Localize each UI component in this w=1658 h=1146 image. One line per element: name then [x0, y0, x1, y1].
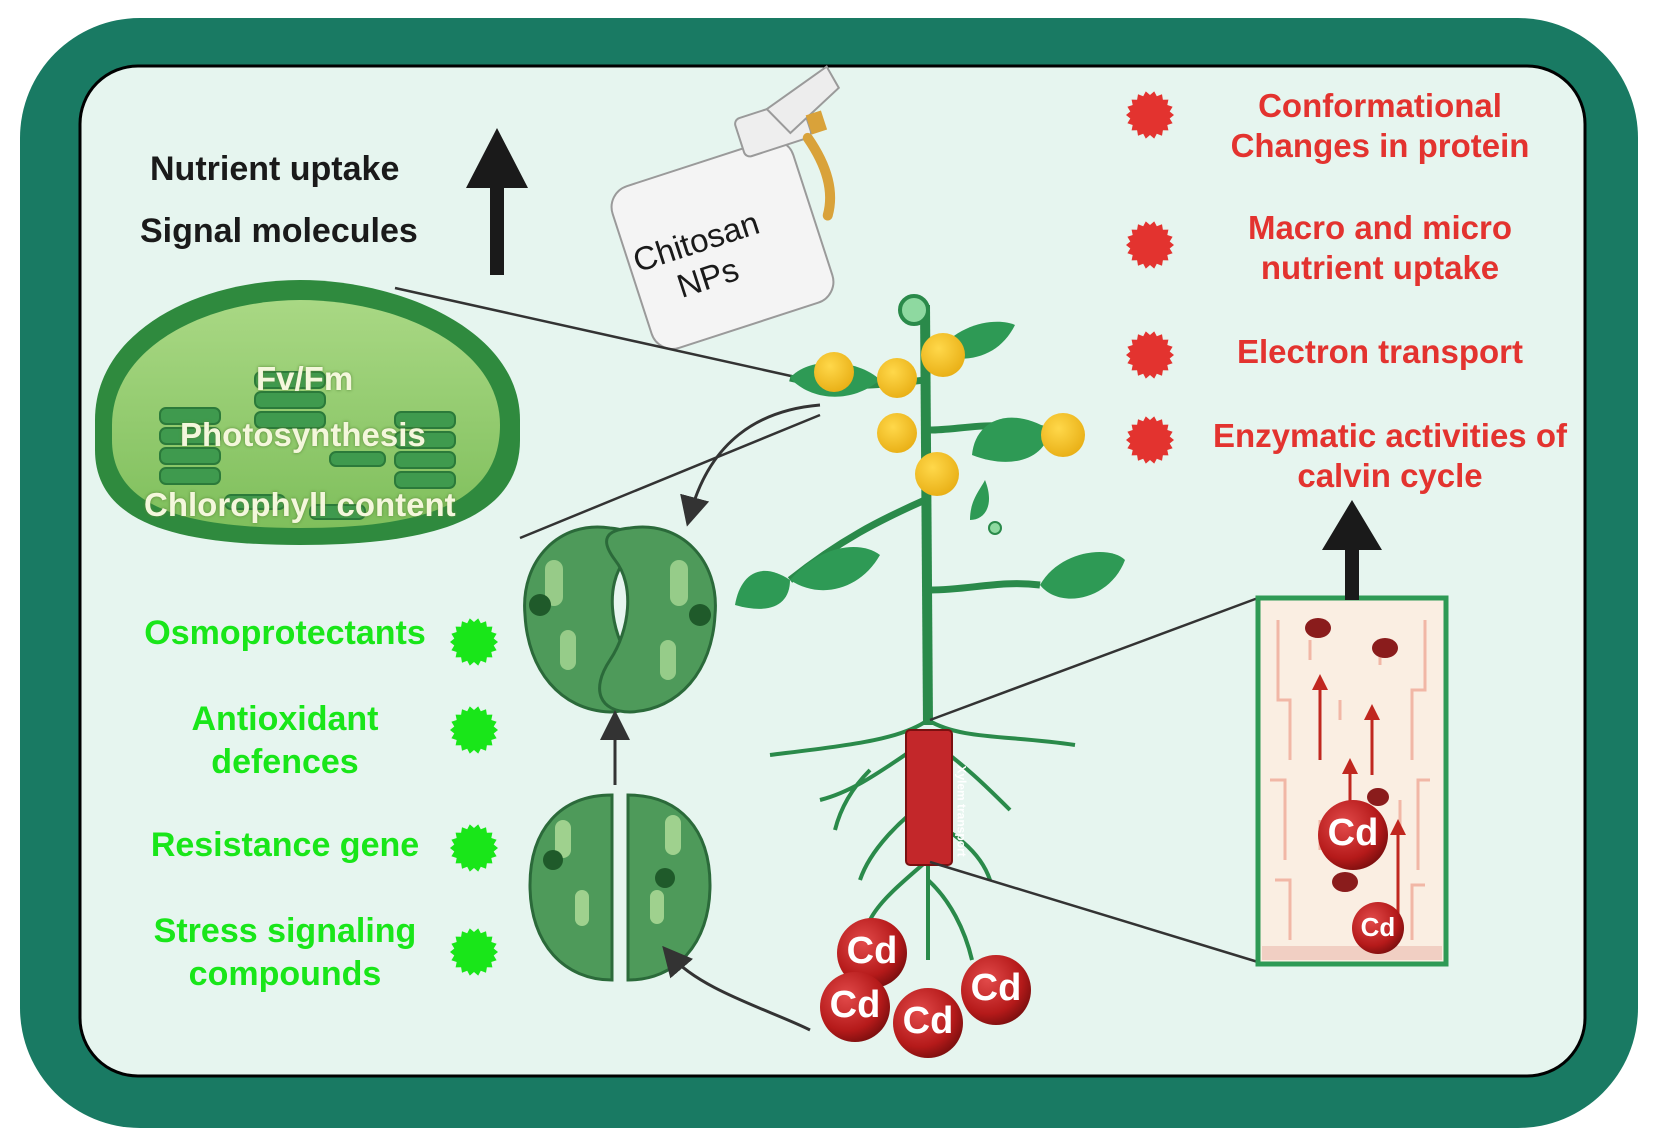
signal-molecules-label: Signal molecules [140, 212, 418, 250]
cd-ion-label: Cd [970, 967, 1022, 1009]
defense-resistance-gene: Resistance gene [120, 824, 450, 867]
defense-osmoprotectants: Osmoprotectants [120, 612, 450, 655]
effect-conformational: Conformational Changes in protein [1180, 86, 1580, 166]
xylem-vessel [1255, 595, 1449, 967]
photosynthesis-label: Photosynthesis [180, 416, 426, 453]
green-burst-bullet [450, 824, 498, 872]
defense-line: compounds [188, 955, 382, 993]
defense-line: Osmoprotectants [144, 614, 426, 652]
green-burst-bullet [450, 618, 498, 666]
defense-line: Antioxidant [191, 700, 379, 738]
effect-calvin-cycle: Enzymatic activities of calvin cycle [1180, 416, 1600, 496]
red-bursts [1126, 91, 1174, 464]
open-stomata [523, 525, 717, 714]
effect-line: Changes in protein [1230, 127, 1530, 164]
chlorophyll-label: Chlorophyll content [144, 486, 456, 523]
closed-stomata [528, 793, 712, 982]
effect-electron-transport: Electron transport [1180, 332, 1580, 372]
defense-stress-signaling: Stress signaling compounds [120, 910, 450, 996]
cd-ion-label: Cd [829, 984, 881, 1026]
spray-bottle [610, 65, 841, 350]
effect-line: Enzymatic activities of [1213, 417, 1567, 454]
green-bursts [450, 618, 498, 976]
red-burst-bullet [1126, 91, 1174, 139]
cd-ion-label: Cd [1327, 812, 1379, 854]
fvfm-label: Fv/Fm [256, 360, 354, 397]
xylem-transport-label: Xylem transport [954, 765, 969, 857]
green-burst-bullet [450, 928, 498, 976]
red-burst-bullet [1126, 331, 1174, 379]
increase-arrow-right [1322, 500, 1382, 600]
cd-ion-label: Cd [1360, 912, 1396, 942]
effect-line: Conformational [1258, 87, 1502, 124]
cd-ion-label: Cd [902, 1000, 954, 1042]
effect-line: Macro and micro [1247, 209, 1513, 246]
defense-antioxidant: Antioxidant defences [120, 698, 450, 784]
plant [735, 294, 1125, 961]
green-burst-bullet [450, 706, 498, 754]
effect-line: Electron transport [1236, 333, 1524, 370]
defense-line: Stress signaling [153, 912, 417, 950]
effect-line: calvin cycle [1297, 457, 1483, 494]
effect-nutrient-uptake: Macro and micro nutrient uptake [1180, 208, 1580, 288]
defense-line: defences [211, 743, 359, 781]
effect-line: nutrient uptake [1260, 249, 1500, 286]
red-burst-bullet [1126, 416, 1174, 464]
nutrient-uptake-label: Nutrient uptake [150, 150, 400, 188]
chloroplast [95, 280, 520, 545]
cd-ion-label: Cd [846, 930, 898, 972]
defense-line: Resistance gene [150, 826, 420, 864]
red-burst-bullet [1126, 221, 1174, 269]
increase-arrow-left [466, 128, 528, 275]
